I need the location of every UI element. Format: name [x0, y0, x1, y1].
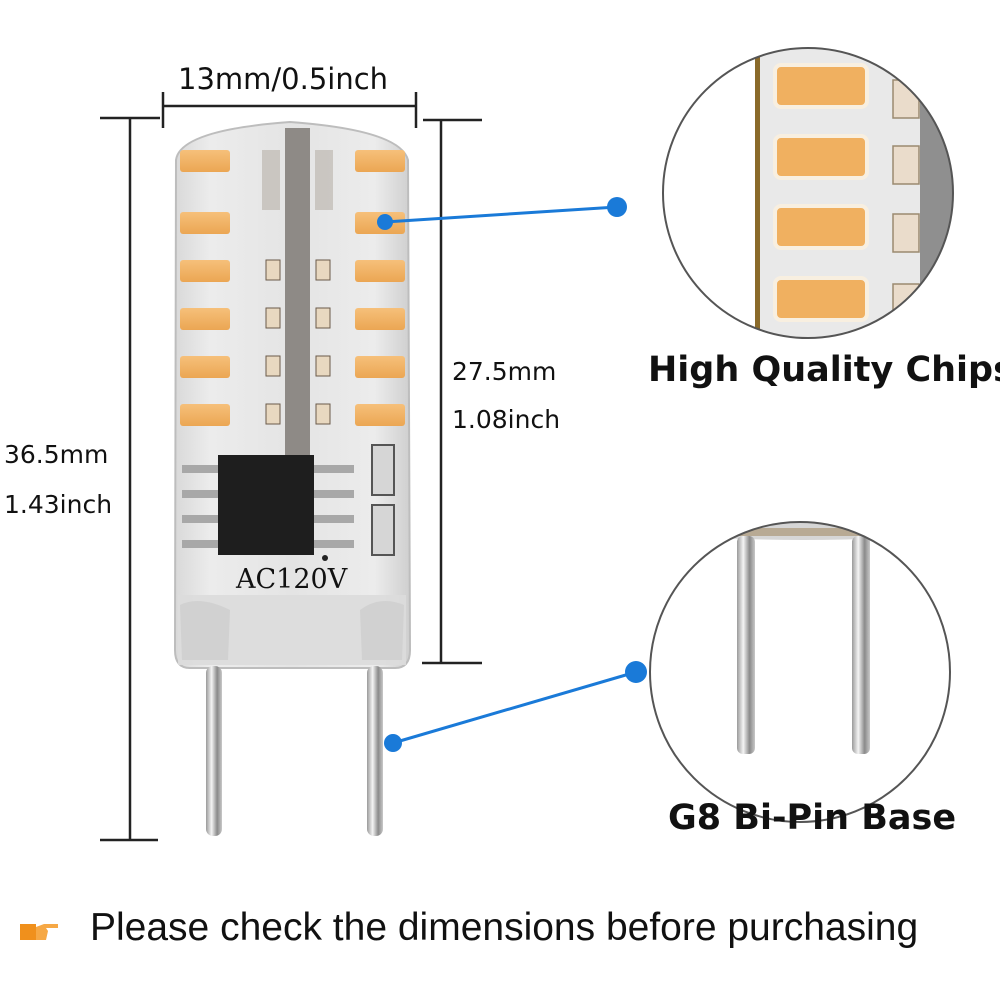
- dimensions-note: Please check the dimensions before purch…: [90, 906, 919, 949]
- voltage-marking: AC120V: [235, 564, 348, 595]
- callout-lines: [377, 197, 647, 752]
- ic-chip: [182, 455, 354, 561]
- body-height-mm-label: 27.5mm: [452, 357, 557, 386]
- body-height-in-label: 1.08inch: [452, 405, 561, 434]
- dimension-lines: [100, 92, 482, 842]
- pointing-hand-icon: [18, 918, 62, 944]
- led-column-left: [180, 150, 230, 426]
- chips-callout-label: High Quality Chips: [648, 350, 1000, 390]
- pins-callout-label: G8 Bi-Pin Base: [668, 798, 957, 838]
- bulb-body: [173, 120, 412, 669]
- width-dimension-label: 13mm/0.5inch: [178, 62, 389, 96]
- chips-zoom-circle: [662, 47, 954, 339]
- total-height-in-label: 1.43inch: [4, 490, 113, 519]
- led-column-right: [355, 150, 405, 426]
- pins-zoom-circle: [649, 521, 951, 823]
- total-height-mm-label: 36.5mm: [4, 440, 109, 469]
- bulb-pins: [206, 666, 383, 836]
